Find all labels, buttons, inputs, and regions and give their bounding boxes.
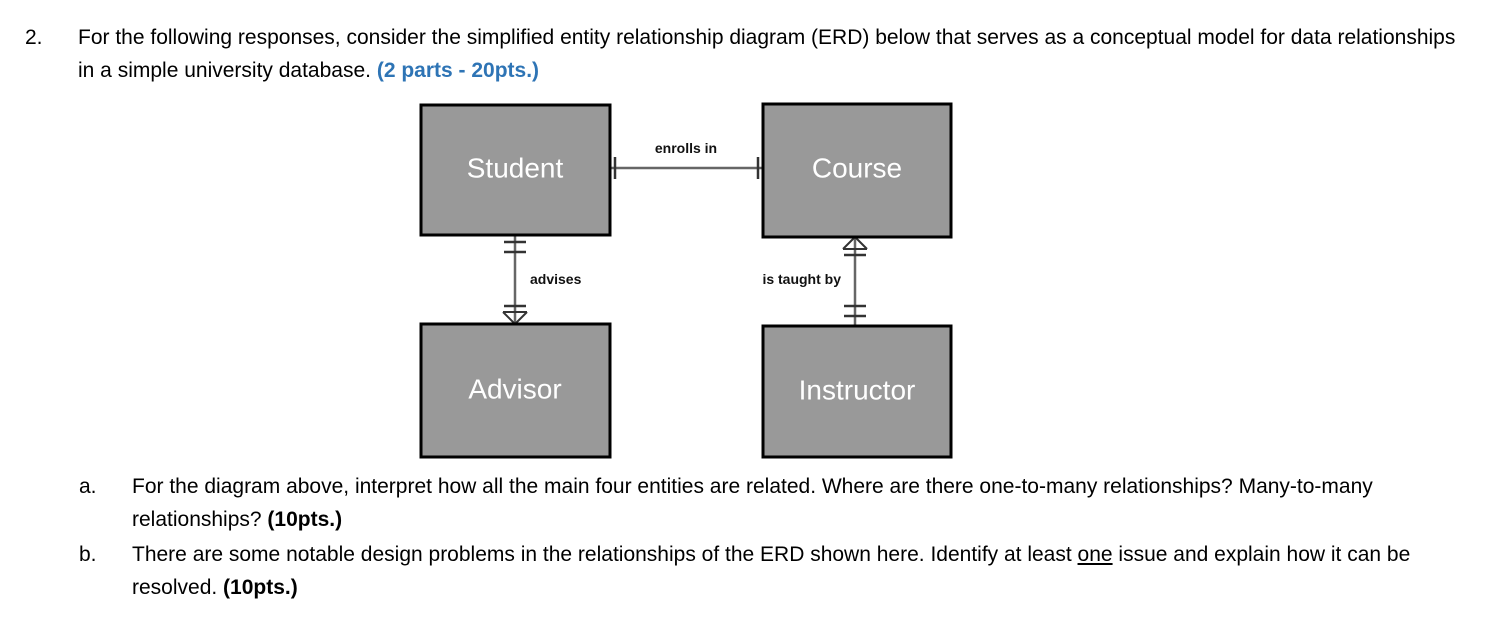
entity-label-course: Course bbox=[812, 152, 902, 183]
question-2: 2. For the following responses, consider… bbox=[25, 21, 1465, 87]
entity-instructor[interactable]: Instructor bbox=[761, 324, 953, 459]
sub-question-b: b. There are some notable design problem… bbox=[79, 538, 1479, 604]
relationship-is-taught-by: is taught by bbox=[762, 236, 868, 326]
sub-question-b-text: There are some notable design problems i… bbox=[132, 538, 1479, 604]
relationship-enrolls-in: enrolls in bbox=[596, 140, 777, 179]
sub-question-b-points: (10pts.) bbox=[223, 576, 298, 599]
sub-question-a-marker: a. bbox=[79, 475, 97, 498]
entity-course[interactable]: Course bbox=[761, 102, 953, 239]
sub-question-a-text: For the diagram above, interpret how all… bbox=[132, 470, 1479, 536]
entity-student[interactable]: Student bbox=[419, 103, 612, 237]
entity-label-instructor: Instructor bbox=[799, 374, 916, 405]
entity-label-student: Student bbox=[467, 152, 564, 183]
crowsfoot-advisor-advises bbox=[502, 304, 528, 325]
question-number: 2. bbox=[25, 26, 43, 49]
sub-question-a-body: For the diagram above, interpret how all… bbox=[132, 475, 1373, 531]
sub-question-b-marker: b. bbox=[79, 543, 97, 566]
relationship-advises: advises bbox=[502, 235, 582, 325]
crowsfoot-course-taught bbox=[842, 236, 868, 257]
question-text-body: For the following responses, consider th… bbox=[78, 26, 1456, 82]
relationship-label-advises: advises bbox=[530, 271, 582, 287]
sub-question-b-body-1: There are some notable design problems i… bbox=[132, 543, 1078, 566]
sub-question-list: a. For the diagram above, interpret how … bbox=[79, 470, 1479, 606]
sub-question-a-points: (10pts.) bbox=[267, 508, 343, 531]
entity-advisor[interactable]: Advisor bbox=[419, 322, 612, 459]
sub-question-a: a. For the diagram above, interpret how … bbox=[79, 470, 1479, 536]
cardinality-one-instructor-taught bbox=[844, 304, 866, 318]
question-text: For the following responses, consider th… bbox=[78, 21, 1465, 87]
entity-label-advisor: Advisor bbox=[468, 373, 561, 404]
question-points-badge: (2 parts - 20pts.) bbox=[376, 59, 540, 82]
relationship-label-enrolls-in: enrolls in bbox=[655, 140, 717, 156]
relationship-label-is-taught-by: is taught by bbox=[762, 271, 841, 287]
cardinality-one-student-advises bbox=[504, 240, 526, 254]
sub-question-b-emphasis: one bbox=[1077, 543, 1113, 566]
sub-question-b-body-2: issue and explain how it can be resolved… bbox=[132, 543, 1411, 599]
erd-diagram: enrolls in advises bbox=[415, 98, 960, 466]
